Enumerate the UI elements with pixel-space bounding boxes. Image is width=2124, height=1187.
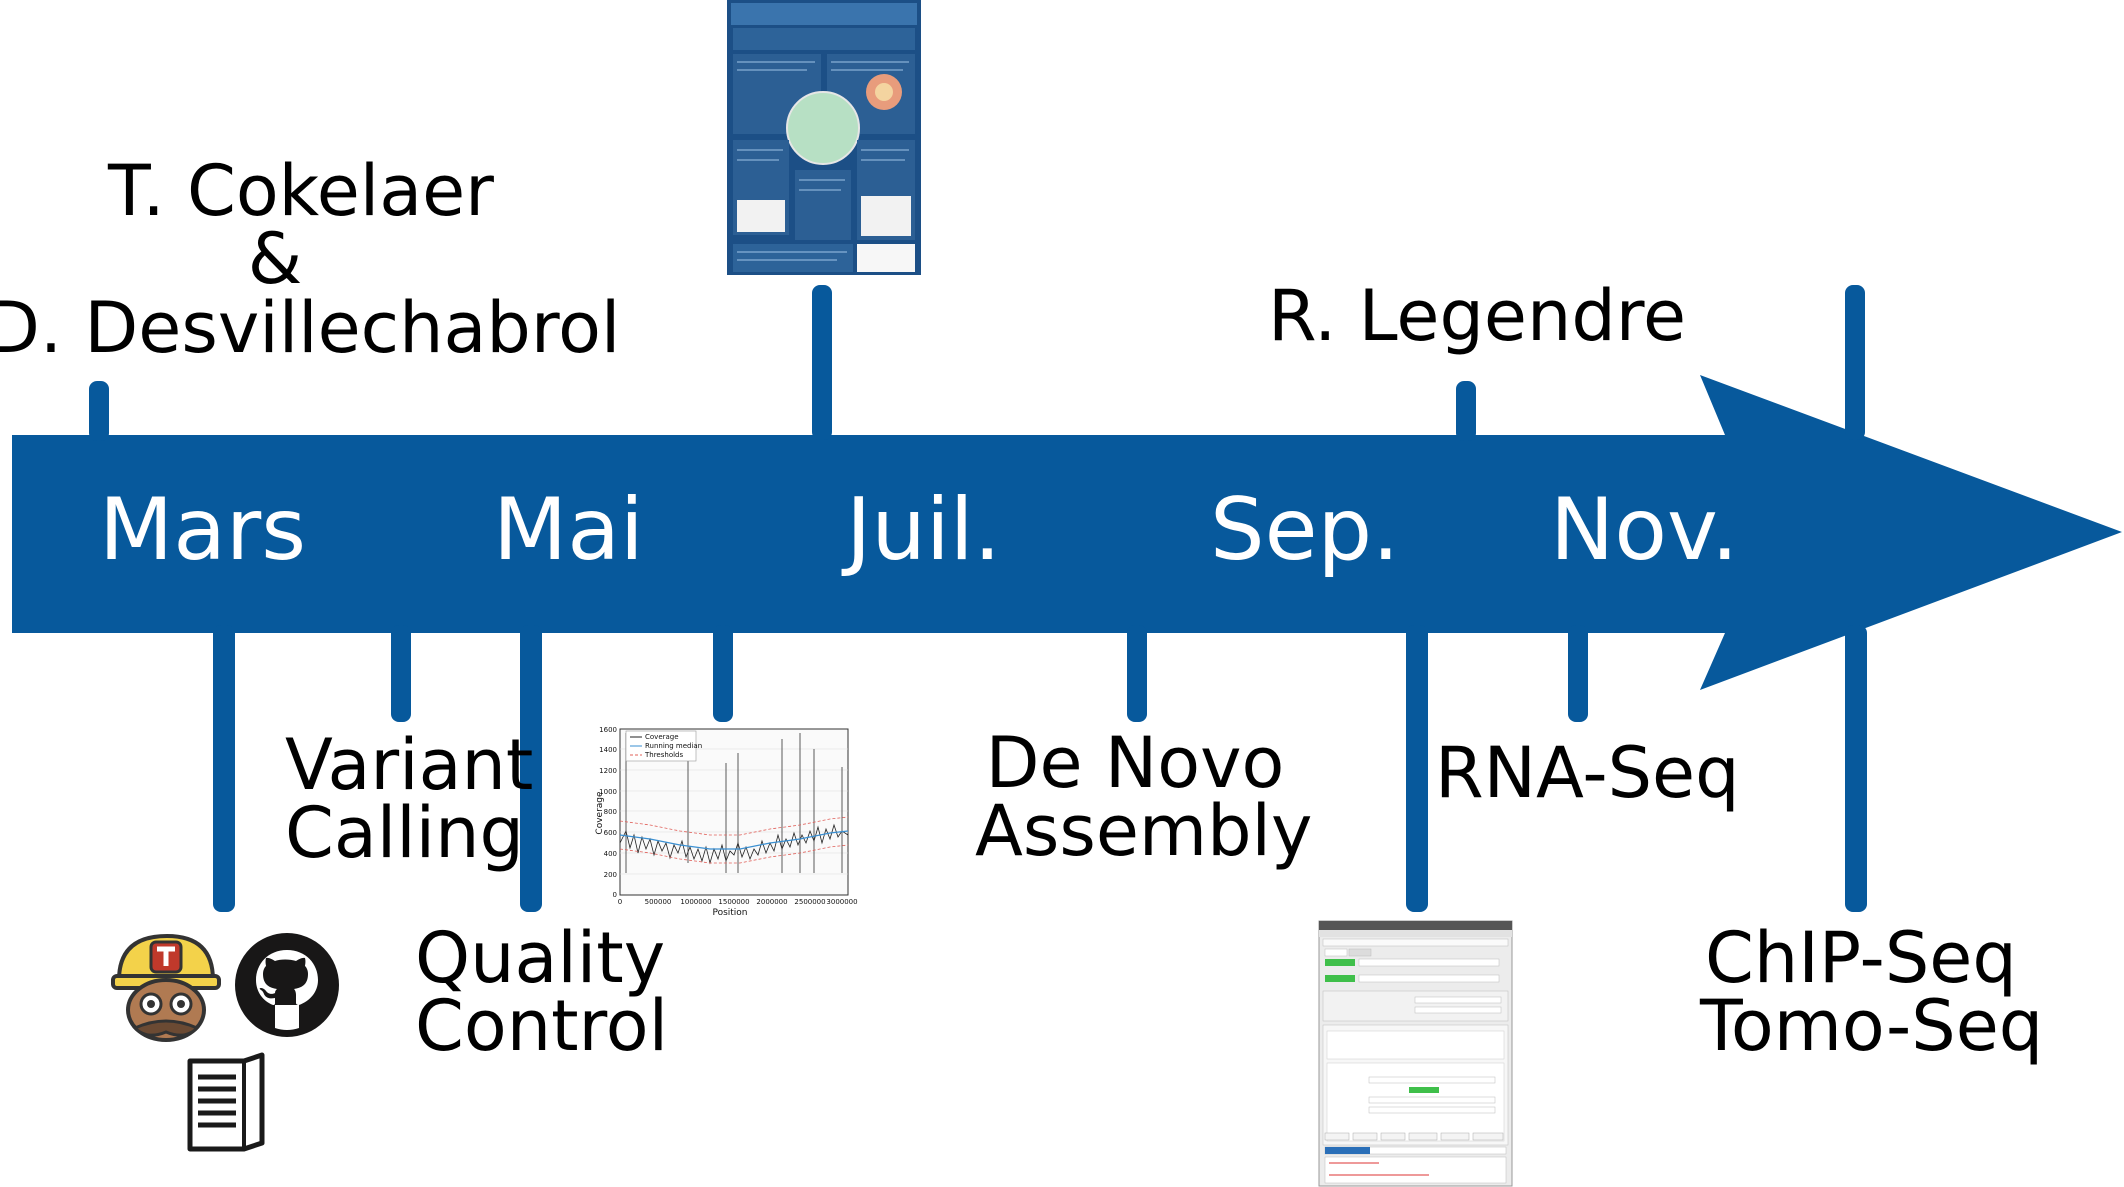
label-chipseq: ChIP-Seq — [1705, 917, 2017, 999]
label-calling: Calling — [285, 792, 524, 874]
plot-xlabel: Position — [712, 908, 747, 918]
label-variant: Variant — [285, 724, 534, 806]
xtick-1500000: 1500000 — [718, 898, 749, 906]
author-cokelaer: T. Cokelaer — [108, 150, 494, 232]
plot-ylabel: Coverage — [595, 791, 605, 835]
author-desvillechabrol: D. Desvillechabrol — [0, 287, 621, 369]
ytick-1200: 1200 — [599, 767, 617, 775]
legend-coverage: Coverage — [645, 733, 679, 741]
tick-quality-bottom — [520, 625, 542, 912]
documentation-book-icon — [187, 1052, 265, 1152]
xtick-0: 0 — [618, 898, 622, 906]
label-rnaseq: RNA-Seq — [1435, 732, 1740, 814]
coverage-series — [619, 823, 849, 865]
ytick-600: 600 — [604, 829, 617, 837]
author-ampersand: & — [247, 218, 303, 300]
ytick-1600: 1600 — [599, 726, 617, 734]
month-nov: Nov. — [1550, 480, 1739, 580]
label-control: Control — [415, 985, 669, 1067]
xtick-2000000: 2000000 — [756, 898, 787, 906]
sequana-logo-icon — [111, 933, 221, 1042]
label-denovo: De Novo — [985, 722, 1285, 804]
tick-denovo-bottom — [1127, 625, 1147, 722]
month-mai: Mai — [493, 480, 644, 580]
github-icon — [235, 933, 339, 1037]
tick-rnaseq-bottom — [1568, 625, 1588, 722]
ytick-1400: 1400 — [599, 746, 617, 754]
tick-sequana-bottom — [213, 625, 235, 912]
tick-mars-top — [89, 381, 109, 441]
ytick-400: 400 — [604, 850, 617, 858]
xtick-500000: 500000 — [645, 898, 672, 906]
month-mars: Mars — [99, 480, 307, 580]
tick-chipseq-top — [1845, 285, 1865, 440]
xtick-3000000: 3000000 — [826, 898, 857, 906]
legend-thresholds: Thresholds — [644, 751, 683, 759]
month-sep: Sep. — [1210, 480, 1400, 580]
author-legendre: R. Legendre — [1268, 275, 1687, 357]
tick-chipseq-bottom — [1845, 625, 1867, 912]
ytick-1000: 1000 — [599, 788, 617, 796]
tick-legendre-top — [1456, 381, 1476, 441]
xtick-2500000: 2500000 — [794, 898, 825, 906]
poster-thumbnail — [727, 0, 921, 275]
tick-gui-bottom — [1406, 625, 1428, 912]
label-tomoseq: Tomo-Seq — [1700, 985, 2044, 1067]
label-quality: Quality — [415, 917, 666, 999]
tick-coverage-bottom — [713, 625, 733, 722]
sequanix-gui-thumbnail — [1318, 920, 1513, 1187]
legend-running-median: Running median — [645, 742, 702, 750]
threshold-upper — [619, 816, 849, 836]
tick-juil-top — [812, 285, 832, 440]
month-juil: Juil. — [846, 480, 1001, 580]
coverage-plot-thumbnail: Coverage Running median Thresholds 1600 … — [590, 723, 858, 918]
running-median-series — [619, 830, 849, 850]
tick-variant-bottom — [391, 625, 411, 722]
ytick-800: 800 — [604, 808, 617, 816]
threshold-lower — [619, 844, 849, 864]
ytick-0: 0 — [613, 891, 617, 899]
label-assembly: Assembly — [975, 790, 1313, 872]
xtick-1000000: 1000000 — [680, 898, 711, 906]
ytick-200: 200 — [604, 871, 617, 879]
timeline-arrow — [12, 375, 2122, 690]
